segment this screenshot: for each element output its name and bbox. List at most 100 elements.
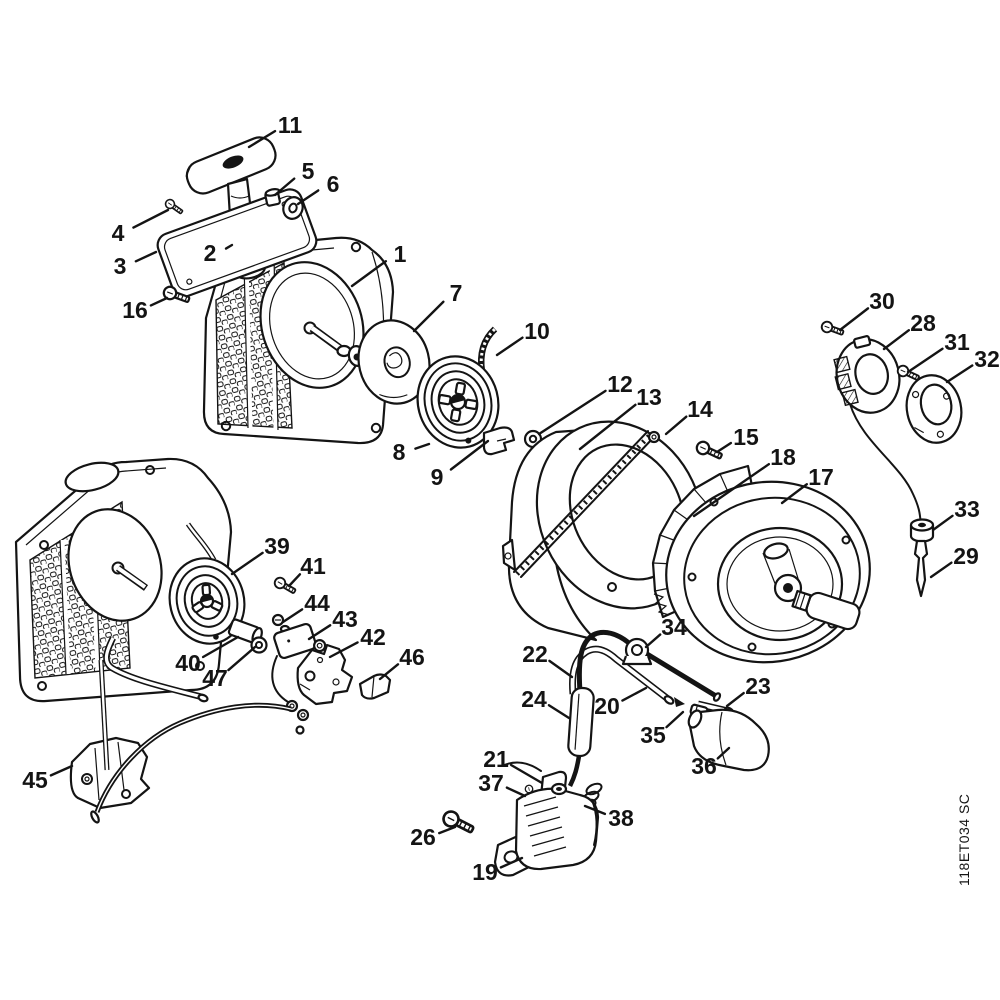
- callout-number-34: 34: [661, 614, 687, 640]
- callout-leader-16: [149, 296, 169, 307]
- callout-leader-17: [780, 483, 809, 505]
- callout-number-37: 37: [478, 770, 504, 796]
- callout-leader-24: [547, 704, 571, 720]
- drawing-code: 118ET034 SC: [956, 793, 972, 886]
- callout-leader-38: [583, 804, 607, 816]
- callout-number-16: 16: [122, 297, 148, 323]
- callout-leader-43: [307, 624, 332, 641]
- callout-leader-10: [495, 336, 524, 357]
- callout-leader-47: [227, 645, 257, 672]
- callout-number-32: 32: [974, 346, 1000, 372]
- callout-leader-46: [378, 663, 400, 681]
- module-wire: [849, 403, 922, 527]
- callout-number-31: 31: [944, 329, 970, 355]
- callout-number-24: 24: [521, 686, 547, 712]
- callout-leader-19: [499, 856, 524, 869]
- callout-number-9: 9: [431, 464, 444, 490]
- starter-rope-2: [103, 636, 209, 703]
- callout-number-33: 33: [954, 496, 980, 522]
- callout-number-42: 42: [360, 624, 386, 650]
- shroud-14: [501, 420, 705, 642]
- callout-number-47: 47: [202, 665, 228, 691]
- callout-leader-39: [230, 551, 264, 576]
- washer-47: [250, 636, 268, 654]
- callout-number-12: 12: [607, 371, 633, 397]
- callout-number-46: 46: [399, 644, 425, 670]
- callout-number-19: 19: [472, 859, 498, 885]
- condenser-wire: [271, 655, 310, 735]
- plate-32: [905, 374, 963, 444]
- callout-number-11: 11: [278, 112, 303, 138]
- tube-20: [569, 645, 675, 705]
- connector-46: [358, 673, 392, 700]
- callout-leader-4: [132, 208, 170, 229]
- callout-number-35: 35: [640, 722, 666, 748]
- rope-rotor-8: [416, 355, 500, 449]
- cable-to-coil: [567, 755, 582, 788]
- callout-leader-45: [49, 764, 74, 777]
- ignition-cable-22: [576, 629, 722, 702]
- callout-number-43: 43: [332, 606, 358, 632]
- callout-leader-9: [449, 439, 490, 471]
- callout-leader-20: [621, 686, 648, 702]
- spark-plug-boot-36: [687, 708, 770, 772]
- fan-housing-2: [14, 457, 233, 703]
- callout-number-21: 21: [483, 746, 509, 772]
- callout-number-22: 22: [522, 641, 548, 667]
- callout-leader-8: [414, 442, 431, 450]
- callout-number-17: 17: [808, 464, 834, 490]
- crankshaft-stub: [791, 589, 861, 631]
- callout-leader-33: [931, 514, 954, 532]
- callout-leader-14: [664, 415, 688, 436]
- callout-number-38: 38: [608, 805, 634, 831]
- callout-leader-42: [328, 641, 359, 659]
- callout-leader-29: [929, 561, 953, 579]
- washer-6: [282, 196, 304, 220]
- rotor-rope-39: [185, 522, 217, 562]
- callout-leader-28: [882, 329, 911, 351]
- callout-number-29: 29: [953, 543, 979, 569]
- callout-leader-5: [273, 177, 296, 197]
- callout-number-44: 44: [304, 590, 330, 616]
- callout-leader-26: [438, 825, 457, 835]
- tension-rod: [98, 659, 110, 771]
- callout-leader-2: [224, 243, 234, 250]
- callout-number-14: 14: [687, 396, 713, 422]
- callout-leader-32: [945, 364, 974, 384]
- callout-leader-3: [134, 250, 158, 263]
- callout-leader-7: [412, 300, 445, 333]
- callout-number-30: 30: [869, 288, 895, 314]
- callout-number-41: 41: [300, 553, 326, 579]
- pawl-9: [482, 426, 516, 456]
- callout-leader-13: [578, 403, 637, 451]
- callout-number-13: 13: [636, 384, 662, 410]
- callout-number-7: 7: [450, 280, 463, 306]
- callout-number-45: 45: [22, 767, 48, 793]
- grommet-34: [621, 637, 653, 666]
- cover-plate: [156, 188, 318, 298]
- callout-number-18: 18: [770, 444, 796, 470]
- callout-number-2: 2: [204, 240, 217, 266]
- callout-leader-31: [906, 347, 944, 374]
- bracket-45: [69, 736, 151, 810]
- callout-leader-30: [838, 307, 870, 332]
- rope-rotor-39: [168, 557, 246, 645]
- callout-number-40: 40: [175, 650, 201, 676]
- callout-leader-18: [692, 462, 771, 518]
- callout-leader-6: [296, 189, 320, 206]
- callout-leader-44: [281, 608, 304, 624]
- callout-leader-34: [644, 633, 662, 649]
- callout-leader-1: [350, 260, 388, 288]
- callout-leader-15: [715, 441, 733, 454]
- callout-number-5: 5: [302, 158, 315, 184]
- callout-number-39: 39: [264, 533, 290, 559]
- callout-number-36: 36: [691, 753, 717, 779]
- callout-leader-35: [665, 710, 685, 729]
- callout-number-10: 10: [524, 318, 550, 344]
- callout-number-1: 1: [394, 241, 407, 267]
- sleeve-24: [567, 686, 595, 758]
- terminal-29: [913, 539, 929, 598]
